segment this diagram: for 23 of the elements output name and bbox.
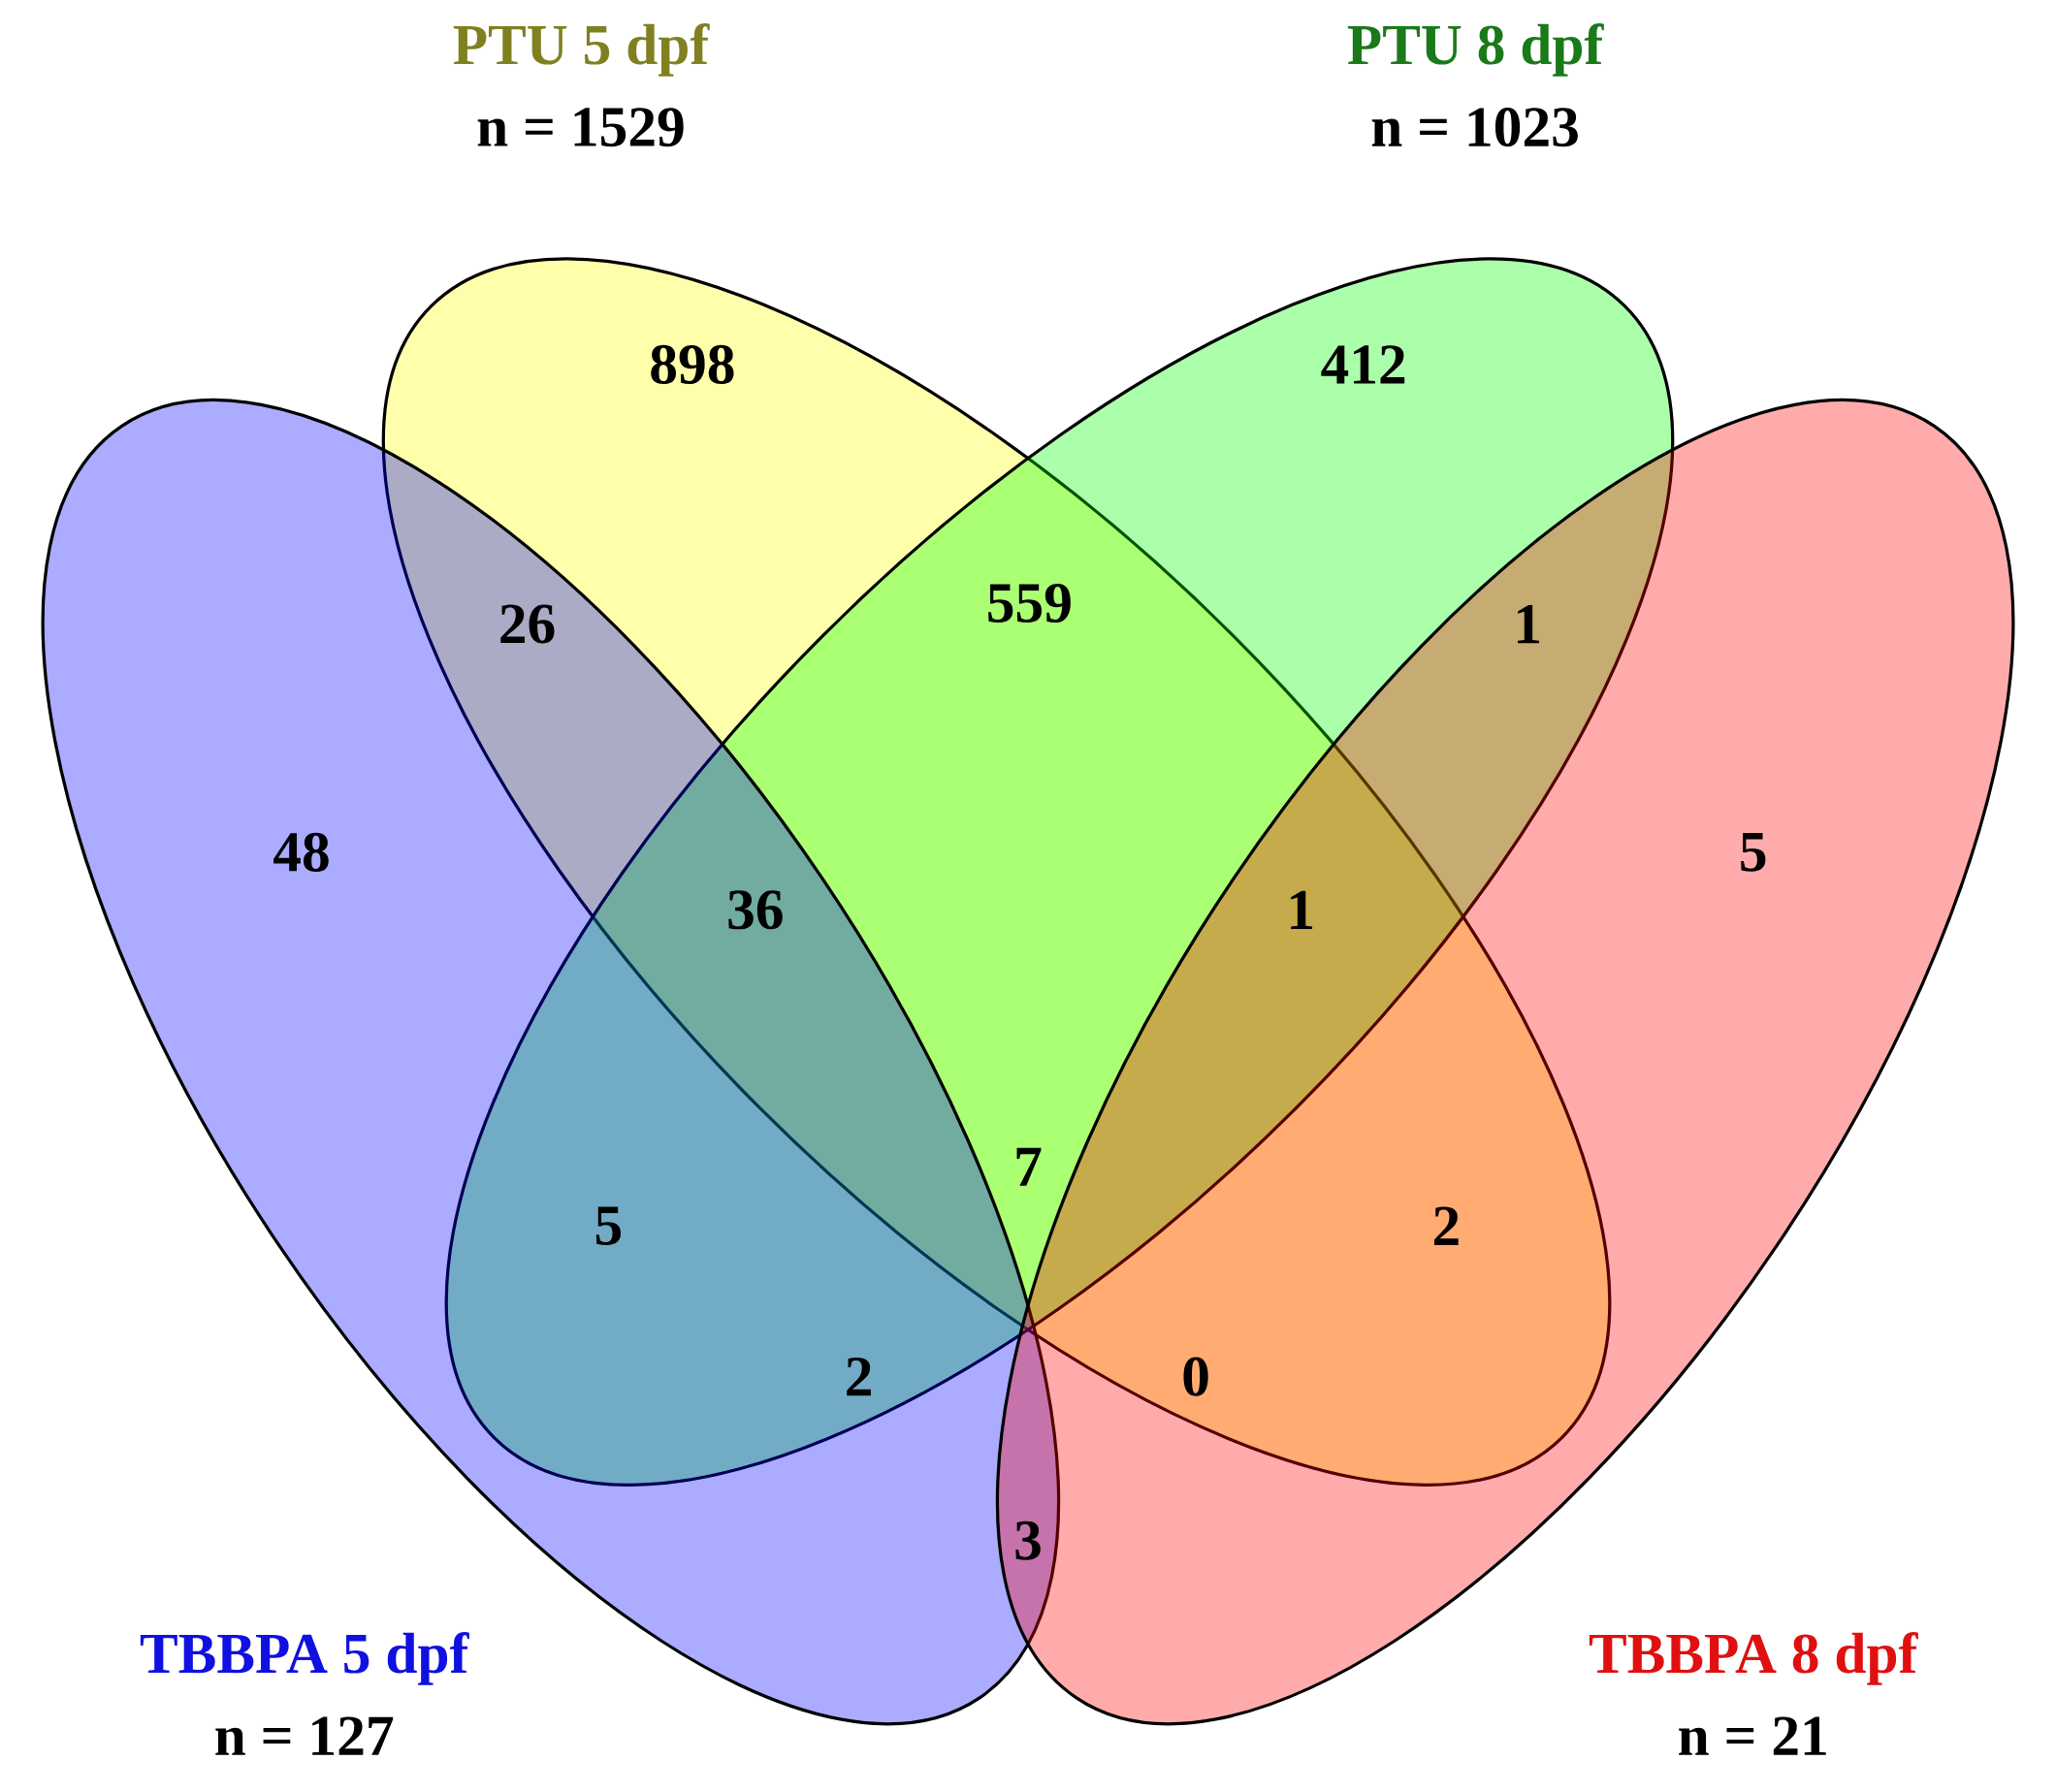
region-count: 2 xyxy=(847,1357,871,1396)
region-count: 898 xyxy=(651,344,734,384)
set-size: n = 127 xyxy=(215,1716,394,1755)
region-count: 26 xyxy=(500,604,555,644)
set-title: TBBPA 8 dpf xyxy=(1589,1631,1918,1685)
set-title: PTU 8 dpf xyxy=(1347,22,1604,77)
region-count: 412 xyxy=(1321,345,1405,384)
set-title: PTU 5 dpf xyxy=(453,22,710,77)
region-count: 3 xyxy=(1015,1520,1041,1560)
region-count: 1 xyxy=(1291,890,1313,929)
region-count: 2 xyxy=(1433,1206,1459,1245)
region-count: 48 xyxy=(273,832,329,872)
region-count: 559 xyxy=(988,583,1071,623)
set-size: n = 21 xyxy=(1679,1716,1826,1755)
set-size: n = 1529 xyxy=(477,108,684,147)
region-count: 0 xyxy=(1183,1357,1208,1396)
region-count: 5 xyxy=(595,1206,622,1245)
region-count: 1 xyxy=(1518,604,1539,644)
region-count: 7 xyxy=(1016,1147,1042,1186)
set-size: n = 1023 xyxy=(1371,107,1578,147)
set-title: TBBPA 5 dpf xyxy=(140,1631,469,1685)
region-count: 5 xyxy=(1741,832,1766,872)
region-count: 36 xyxy=(728,890,783,930)
